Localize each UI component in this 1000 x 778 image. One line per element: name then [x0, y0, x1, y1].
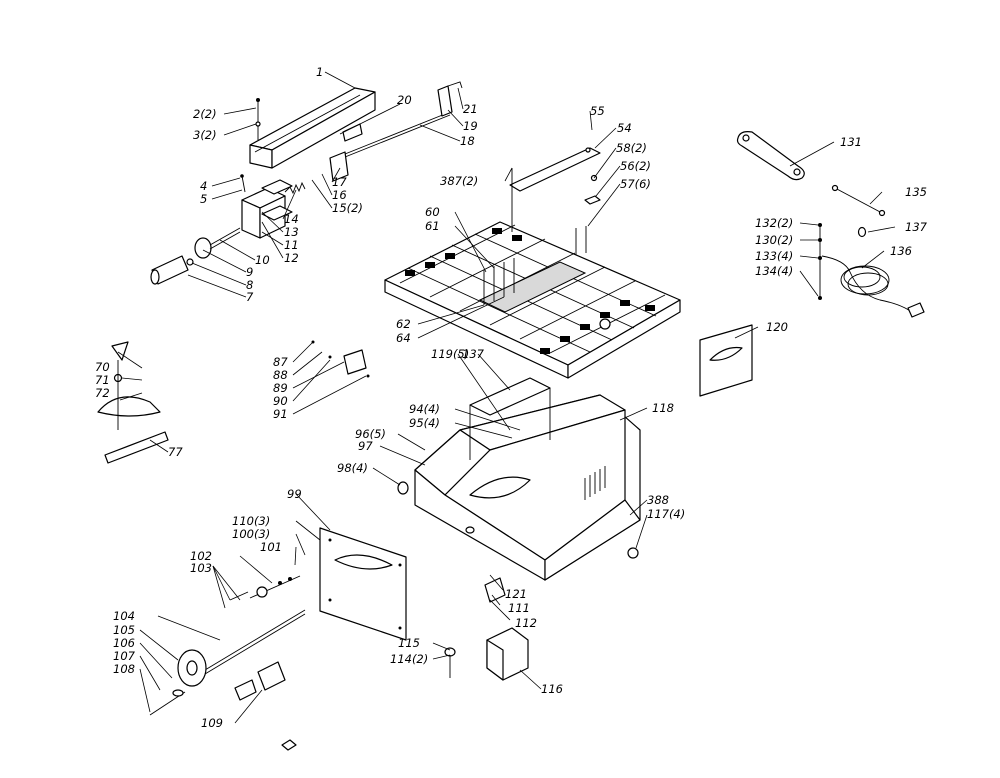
label-7: 7	[246, 290, 254, 304]
label-21: 21	[463, 102, 478, 116]
label-135: 135	[905, 185, 927, 199]
label-388: 388	[647, 493, 669, 507]
label-8: 8	[246, 278, 253, 292]
label-119: 119(5)	[431, 347, 469, 361]
label-103: 103	[190, 561, 212, 575]
label-137-accessory: 137	[905, 220, 928, 234]
label-111: 111	[508, 601, 530, 615]
label-4: 4	[200, 179, 207, 193]
label-110: 110(3)	[232, 514, 270, 528]
label-62: 62	[396, 317, 411, 331]
label-94: 94(4)	[409, 402, 440, 416]
table-pockets	[405, 228, 655, 354]
rip-fence-assembly	[150, 81, 463, 285]
label-18: 18	[460, 134, 475, 148]
label-137-base: 137	[462, 347, 485, 361]
label-55: 55	[590, 104, 605, 118]
label-57: 57(6)	[620, 177, 651, 191]
label-12: 12	[284, 251, 299, 265]
label-96: 96(5)	[355, 427, 386, 441]
label-99: 99	[287, 487, 302, 501]
base-vents	[584, 466, 606, 500]
label-101: 101	[260, 540, 282, 554]
side-panel	[699, 324, 753, 397]
label-387: 387(2)	[440, 174, 478, 188]
label-1: 1	[316, 65, 323, 79]
label-131: 131	[840, 135, 862, 149]
label-89: 89	[273, 381, 288, 395]
front-panel	[319, 527, 407, 641]
saw-base	[414, 377, 641, 581]
label-60: 60	[425, 205, 440, 219]
label-11: 11	[284, 238, 299, 252]
switch-assembly	[234, 661, 297, 751]
leader-lines	[117, 71, 896, 724]
label-64: 64	[396, 331, 411, 345]
insert-plate	[509, 147, 601, 192]
label-72: 72	[95, 386, 110, 400]
label-77: 77	[168, 445, 183, 459]
label-104: 104	[113, 609, 135, 623]
label-88: 88	[273, 368, 288, 382]
label-118: 118	[652, 401, 674, 415]
label-136: 136	[890, 244, 912, 258]
label-54: 54	[617, 121, 632, 135]
nut-98	[397, 481, 409, 495]
label-107: 107	[113, 649, 136, 663]
label-3: 3(2)	[193, 128, 217, 142]
label-114: 114(2)	[390, 652, 428, 666]
label-102: 102	[190, 549, 212, 563]
label-116: 116	[541, 682, 563, 696]
label-117: 117(4)	[647, 507, 685, 521]
label-56: 56(2)	[620, 159, 651, 173]
label-105: 105	[113, 623, 135, 637]
table-top	[384, 221, 681, 379]
label-120: 120	[766, 320, 788, 334]
label-20: 20	[397, 93, 412, 107]
label-108: 108	[113, 662, 135, 676]
label-134: 134(4)	[755, 264, 793, 278]
label-58: 58(2)	[616, 141, 647, 155]
label-106: 106	[113, 636, 135, 650]
motor-electricals	[444, 577, 529, 681]
label-15: 15(2)	[332, 201, 363, 215]
label-91: 91	[273, 407, 288, 421]
label-19: 19	[463, 119, 478, 133]
label-115: 115	[398, 636, 420, 650]
miter-gauge	[97, 341, 169, 464]
label-97: 97	[358, 439, 373, 453]
label-109: 109	[201, 716, 223, 730]
label-95: 95(4)	[409, 416, 440, 430]
label-98: 98(4)	[337, 461, 368, 475]
label-132: 132(2)	[755, 216, 793, 230]
handwheel-assembly	[149, 575, 306, 716]
guard-parts	[311, 340, 370, 378]
label-61: 61	[425, 219, 440, 233]
label-9: 9	[246, 265, 253, 279]
label-87: 87	[273, 355, 288, 369]
label-17: 17	[332, 175, 347, 189]
label-130: 130(2)	[755, 233, 793, 247]
accessories	[736, 131, 925, 318]
label-112: 112	[515, 616, 537, 630]
label-133: 133(4)	[755, 249, 793, 263]
label-14: 14	[284, 212, 299, 226]
label-2: 2(2)	[193, 107, 217, 121]
label-71: 71	[95, 373, 110, 387]
label-70: 70	[95, 360, 110, 374]
label-90: 90	[273, 394, 288, 408]
label-100: 100(3)	[232, 527, 270, 541]
table-screws	[483, 168, 587, 305]
label-16: 16	[332, 188, 347, 202]
label-13: 13	[284, 225, 299, 239]
label-121: 121	[505, 587, 527, 601]
label-5: 5	[200, 192, 207, 206]
label-10: 10	[255, 253, 270, 267]
part-labels: 1 2(2) 3(2) 4 5 7 8 9 10 11 12 13 14 15(…	[95, 65, 928, 730]
